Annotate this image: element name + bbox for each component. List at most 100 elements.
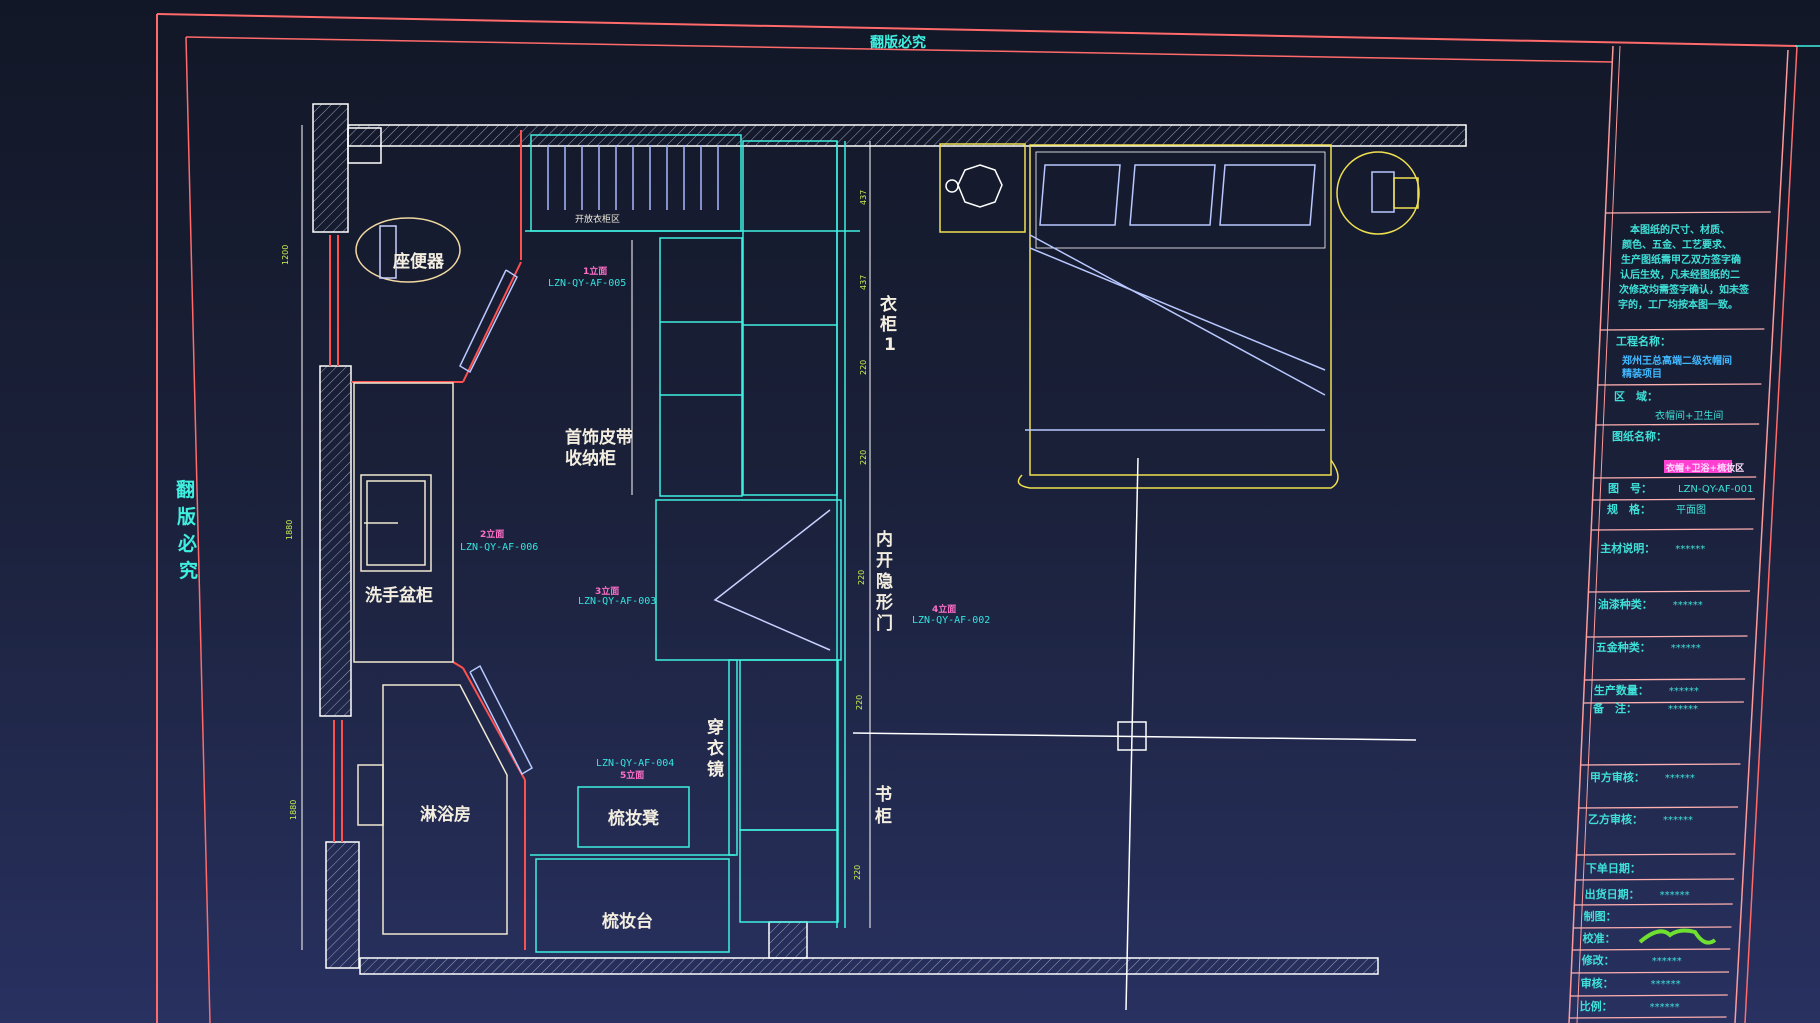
drawing-frame xyxy=(156,13,1820,1023)
title-block-field-label: 出货日期： xyxy=(1585,887,1640,901)
elevation-tag: 3立面 xyxy=(595,585,619,597)
title-block-grid xyxy=(1569,211,1771,1019)
note-line: 字的，工厂均按本图一致。 xyxy=(1618,298,1738,311)
title-block-field-label: 审核： xyxy=(1581,976,1614,990)
title-block-field-label: 备 注： xyxy=(1592,701,1637,715)
title-block-field-value: ****** xyxy=(1665,773,1695,784)
bed xyxy=(1017,144,1339,489)
label-char: 1 xyxy=(884,335,896,355)
title-block-field-value: ****** xyxy=(1651,979,1681,990)
title-block-field-label: 主材说明： xyxy=(1600,541,1655,555)
nightstand-right xyxy=(1336,151,1420,235)
wardrobe-cabinets xyxy=(525,134,860,953)
door-leaf xyxy=(459,269,533,776)
basin-cabinet-label: 洗手盆柜 xyxy=(365,585,433,606)
watermark-char: 版 xyxy=(177,505,196,528)
dimension-texts: 1200 1880 1880 437 437 220 220 220 220 2… xyxy=(281,190,868,880)
title-block-row-divider xyxy=(1570,994,1728,997)
label-char: 开 xyxy=(876,551,893,571)
title-block-row-divider xyxy=(1583,701,1744,704)
bookcase-label: 书 柜 xyxy=(875,785,892,827)
wardrobe-label: 衣 柜 1 xyxy=(880,294,897,355)
plan-labels: 座便器 洗手盆柜 淋浴房 梳妆凳 梳妆台 首饰皮带 收纳柜 开放衣柜区 衣 柜 … xyxy=(365,213,897,932)
title-block-row-divider xyxy=(1569,1016,1727,1019)
title-block-row-divider xyxy=(1597,383,1762,386)
stool-label: 梳妆凳 xyxy=(608,808,660,829)
title-block-field-value: ****** xyxy=(1650,1002,1680,1013)
mirror-label: 穿 衣 镜 xyxy=(707,717,724,780)
bathroom-partitions xyxy=(329,130,526,950)
hidden-door-label: 内 开 隐 形 门 xyxy=(876,529,893,634)
elevation-tag: 1立面 xyxy=(583,265,607,277)
title-block: 本图纸的尺寸、材质、 颜色、五金、工艺要求、 生产图纸需甲乙双方签字确 认后生效… xyxy=(1580,223,1754,1013)
label-char: 衣 xyxy=(880,294,897,315)
title-block-field-label: 乙方审核： xyxy=(1588,812,1643,826)
title-block-field-value: ****** xyxy=(1668,704,1698,715)
elevation-code: LZN-QY-AF-005 xyxy=(548,278,626,289)
shower-room xyxy=(357,684,508,935)
title-block-row-divider xyxy=(1591,528,1754,531)
title-block-row-divider xyxy=(1572,948,1731,951)
drawing-name-highlight xyxy=(1664,460,1732,473)
title-block-field-value: ****** xyxy=(1675,544,1705,555)
dimension-text: 437 xyxy=(859,275,868,290)
dimension-text: 220 xyxy=(859,360,868,375)
note-line: 颜色、五金、工艺要求、 xyxy=(1622,238,1732,251)
dimension-text: 220 xyxy=(859,450,868,465)
label-char: 镜 xyxy=(707,759,724,780)
title-block-row-divider xyxy=(1574,903,1733,906)
drawing-name-value: 衣帽+卫浴+梳妆区 xyxy=(1666,462,1744,474)
cad-crosshair-cursor[interactable] xyxy=(852,457,1417,1011)
watermark-char: 必 xyxy=(177,532,197,555)
dimension-text: 1200 xyxy=(281,245,290,265)
elevation-markers: 1立面 LZN-QY-AF-005 2立面 LZN-QY-AF-006 3立面 … xyxy=(460,265,990,781)
shower-label: 淋浴房 xyxy=(420,804,471,825)
watermark-side: 翻 版 必 究 xyxy=(176,478,198,582)
title-block-row-divider xyxy=(1576,853,1736,856)
dimension-text: 1880 xyxy=(289,800,298,820)
spec-label: 规 格： xyxy=(1607,502,1651,516)
dimension-text: 1880 xyxy=(285,520,294,540)
jewelry-cabinet-label: 首饰皮带 xyxy=(565,427,633,448)
label-char: 内 xyxy=(876,529,893,550)
title-block-row-divider xyxy=(1605,211,1771,214)
title-block-field-label: 比例： xyxy=(1580,999,1613,1013)
label-char: 柜 xyxy=(880,314,897,335)
label-char: 隐 xyxy=(876,571,893,592)
title-block-field-value: ****** xyxy=(1669,686,1699,697)
title-block-field-label: 五金种类： xyxy=(1596,640,1651,654)
label-char: 穿 xyxy=(707,717,724,738)
note-line: 本图纸的尺寸、材质、 xyxy=(1630,223,1730,236)
watermark-char: 翻 xyxy=(176,478,195,501)
label-char: 门 xyxy=(876,613,893,634)
elevation-tag: 5立面 xyxy=(620,769,644,781)
title-block-field-label: 油漆种类： xyxy=(1598,597,1653,611)
title-block-field-value: ****** xyxy=(1671,643,1701,654)
title-block-field-value: ****** xyxy=(1663,815,1693,826)
elevation-code: LZN-QY-AF-003 xyxy=(578,596,656,607)
title-block-row-divider xyxy=(1584,678,1746,681)
title-block-row-divider xyxy=(1593,476,1757,479)
title-block-row-divider xyxy=(1578,806,1739,809)
project-value: 郑州王总高端二级衣帽间 xyxy=(1622,354,1732,367)
area-label: 区 域： xyxy=(1614,389,1658,403)
note-line: 次修改均需签字确认，如未签 xyxy=(1619,283,1750,296)
title-block-notes: 本图纸的尺寸、材质、 颜色、五金、工艺要求、 生产图纸需甲乙双方签字确 认后生效… xyxy=(1618,223,1750,311)
dimension-text: 220 xyxy=(855,695,864,710)
elevation-code: LZN-QY-AF-002 xyxy=(912,615,990,626)
title-block-row-divider xyxy=(1588,590,1750,593)
title-block-field-label: 甲方审核： xyxy=(1590,770,1645,784)
drawing-number-label: 图 号： xyxy=(1608,482,1652,495)
nightstand-left xyxy=(939,143,1026,233)
drawing-name-label: 图纸名称： xyxy=(1612,429,1667,443)
title-block-row-divider xyxy=(1595,423,1760,426)
watermark-top: 翻版必究 xyxy=(870,34,926,51)
title-block-field-value: ****** xyxy=(1652,956,1682,967)
title-block-row-divider xyxy=(1600,328,1765,331)
title-block-row-divider xyxy=(1586,635,1748,638)
title-block-field-label: 下单日期： xyxy=(1586,861,1641,875)
title-block-field-label: 生产数量： xyxy=(1594,683,1649,697)
title-block-field-value: ****** xyxy=(1673,600,1703,611)
